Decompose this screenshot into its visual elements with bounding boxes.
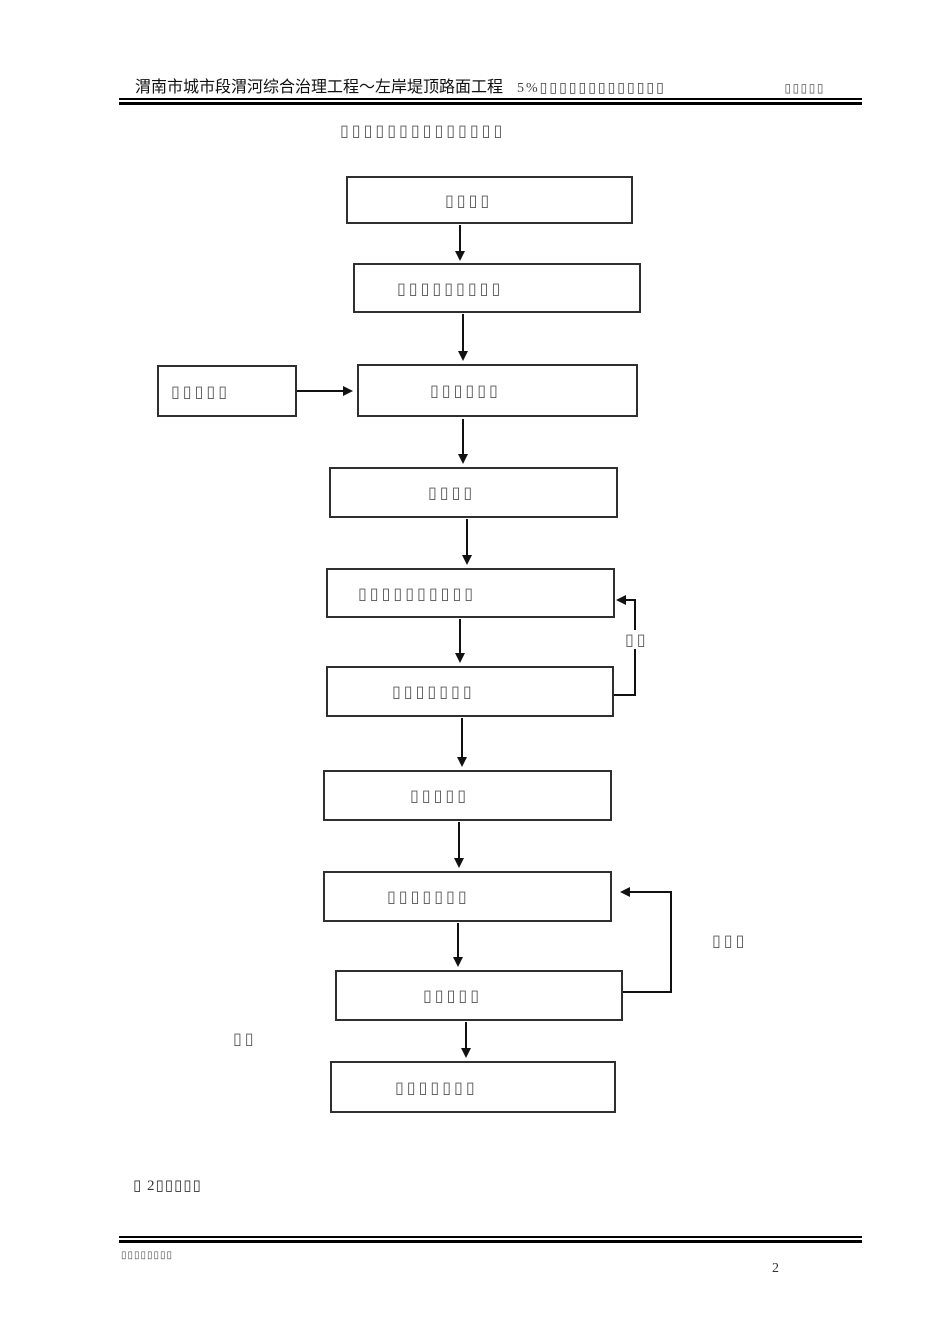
header-right-tofu: ▯▯▯▯▯ xyxy=(784,81,825,95)
arrow-down-icon xyxy=(455,225,465,261)
section-caption: ▯ 2▯▯▯▯▯ xyxy=(133,1178,202,1194)
flow-node-side: ▯▯▯▯▯ xyxy=(157,365,297,417)
flow-node-4-label: ▯▯▯▯ xyxy=(428,483,476,502)
loop2-line xyxy=(630,891,672,893)
flow-node-3: ▯▯▯▯▯▯ xyxy=(357,364,638,417)
loop1-label: ▯▯ xyxy=(624,630,650,649)
flow-node-2-label: ▯▯▯▯▯▯▯▯▯ xyxy=(397,278,504,298)
loop1-line xyxy=(626,599,636,601)
flow-node-7-label: ▯▯▯▯▯ xyxy=(410,786,470,805)
arrow-right-icon xyxy=(297,386,353,396)
arrow-left-icon xyxy=(616,595,626,605)
flow-node-3-label: ▯▯▯▯▯▯ xyxy=(430,381,501,400)
arrow-left-icon xyxy=(620,887,630,897)
flow-node-1-label: ▯▯▯▯ xyxy=(445,190,493,210)
flow-node-5: ▯▯▯▯▯▯▯▯▯▯ xyxy=(326,568,615,618)
flow-node-8: ▯▯▯▯▯▯▯ xyxy=(323,871,612,922)
left-side-label: ▯▯ xyxy=(232,1029,258,1048)
flow-node-10-label: ▯▯▯▯▯▯▯ xyxy=(395,1077,478,1097)
flow-node-9: ▯▯▯▯▯ xyxy=(335,970,623,1021)
loop2-label: ▯▯▯ xyxy=(711,931,749,950)
header-project-title: 渭南市城市段渭河综合治理工程～左岸堤顶路面工程 xyxy=(135,79,504,96)
arrow-down-icon xyxy=(457,718,467,767)
footer-double-rule xyxy=(119,1236,862,1243)
loop1-line xyxy=(614,694,636,696)
flow-node-7: ▯▯▯▯▯ xyxy=(323,770,612,821)
flow-node-10: ▯▯▯▯▯▯▯ xyxy=(330,1061,616,1113)
page-header: 渭南市城市段渭河综合治理工程～左岸堤顶路面工程 5%▯▯▯▯▯▯▯▯▯▯▯▯▯ … xyxy=(135,73,825,97)
loop2-line xyxy=(670,891,672,993)
loop2-line xyxy=(623,991,672,993)
header-double-rule xyxy=(119,98,862,105)
flow-node-2: ▯▯▯▯▯▯▯▯▯ xyxy=(353,263,641,313)
page-number: 2 xyxy=(772,1261,779,1276)
flowchart-title: ▯▯▯▯▯▯▯▯▯▯▯▯▯▯ xyxy=(340,121,506,140)
footer-text: ▯▯▯▯▯▯▯▯ xyxy=(121,1250,174,1261)
flow-node-9-label: ▯▯▯▯▯ xyxy=(423,986,483,1005)
flow-node-6: ▯▯▯▯▯▯▯ xyxy=(326,666,614,717)
header-subtitle-tofu: 5%▯▯▯▯▯▯▯▯▯▯▯▯▯ xyxy=(517,81,666,96)
arrow-down-icon xyxy=(454,822,464,868)
arrow-down-icon xyxy=(461,1022,471,1058)
arrow-down-icon xyxy=(458,314,468,361)
flow-node-1: ▯▯▯▯ xyxy=(346,176,633,224)
arrow-down-icon xyxy=(453,923,463,967)
arrow-down-icon xyxy=(458,419,468,464)
flow-node-8-label: ▯▯▯▯▯▯▯ xyxy=(387,887,470,906)
flow-node-4: ▯▯▯▯ xyxy=(329,467,618,518)
flow-node-6-label: ▯▯▯▯▯▯▯ xyxy=(392,682,475,701)
flow-node-5-label: ▯▯▯▯▯▯▯▯▯▯ xyxy=(358,583,477,603)
arrow-down-icon xyxy=(455,619,465,663)
flow-node-side-label: ▯▯▯▯▯ xyxy=(171,381,231,401)
arrow-down-icon xyxy=(462,519,472,565)
